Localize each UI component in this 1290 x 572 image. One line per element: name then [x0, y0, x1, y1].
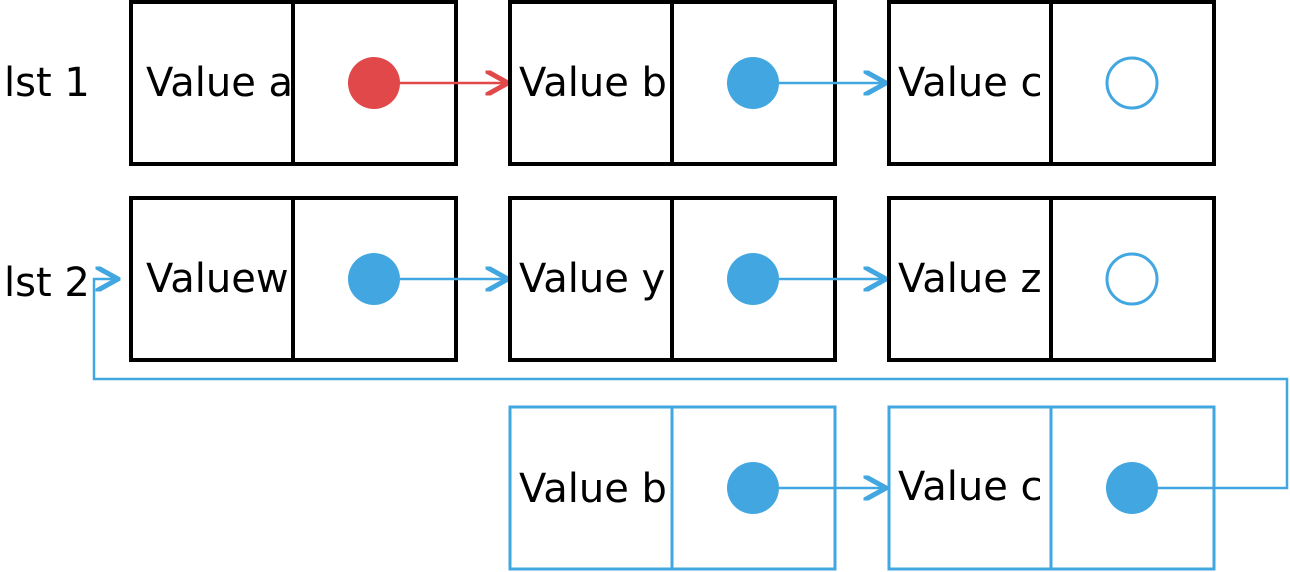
wrap-arrow [92, 279, 1289, 490]
list-1: Value a Value b Value c [129, 0, 1216, 166]
extra-node-2: Value c [887, 405, 1216, 571]
pointer-dot [727, 462, 779, 514]
node-value: Valuew [146, 256, 289, 302]
node-value: Value c [898, 464, 1043, 510]
node-2-1: Valuew [129, 196, 458, 362]
extra-node-1: Value b [508, 405, 837, 571]
node-1-1: Value a [129, 0, 458, 166]
node-1-3: Value c [887, 0, 1216, 166]
pointer-dot [727, 253, 779, 305]
node-value: Value z [898, 256, 1042, 302]
null-pointer [1105, 56, 1159, 110]
pointer-dot [348, 253, 400, 305]
list-label-1: lst 1 [4, 60, 90, 106]
pointer-dot [1106, 462, 1158, 514]
node-value: Value c [898, 60, 1043, 106]
node-value: Value y [519, 256, 665, 302]
list-label-2: lst 2 [4, 260, 90, 306]
list-2: Valuew Value y Value z [129, 196, 1216, 362]
null-pointer [1105, 252, 1159, 306]
pointer-dot [727, 57, 779, 109]
node-value: Value a [146, 60, 293, 106]
node-value: Value b [519, 466, 667, 512]
node-value: Value b [519, 60, 667, 106]
extra-nodes: Value b Value c [92, 279, 1289, 571]
node-2-3: Value z [887, 196, 1216, 362]
pointer-dot [348, 57, 400, 109]
